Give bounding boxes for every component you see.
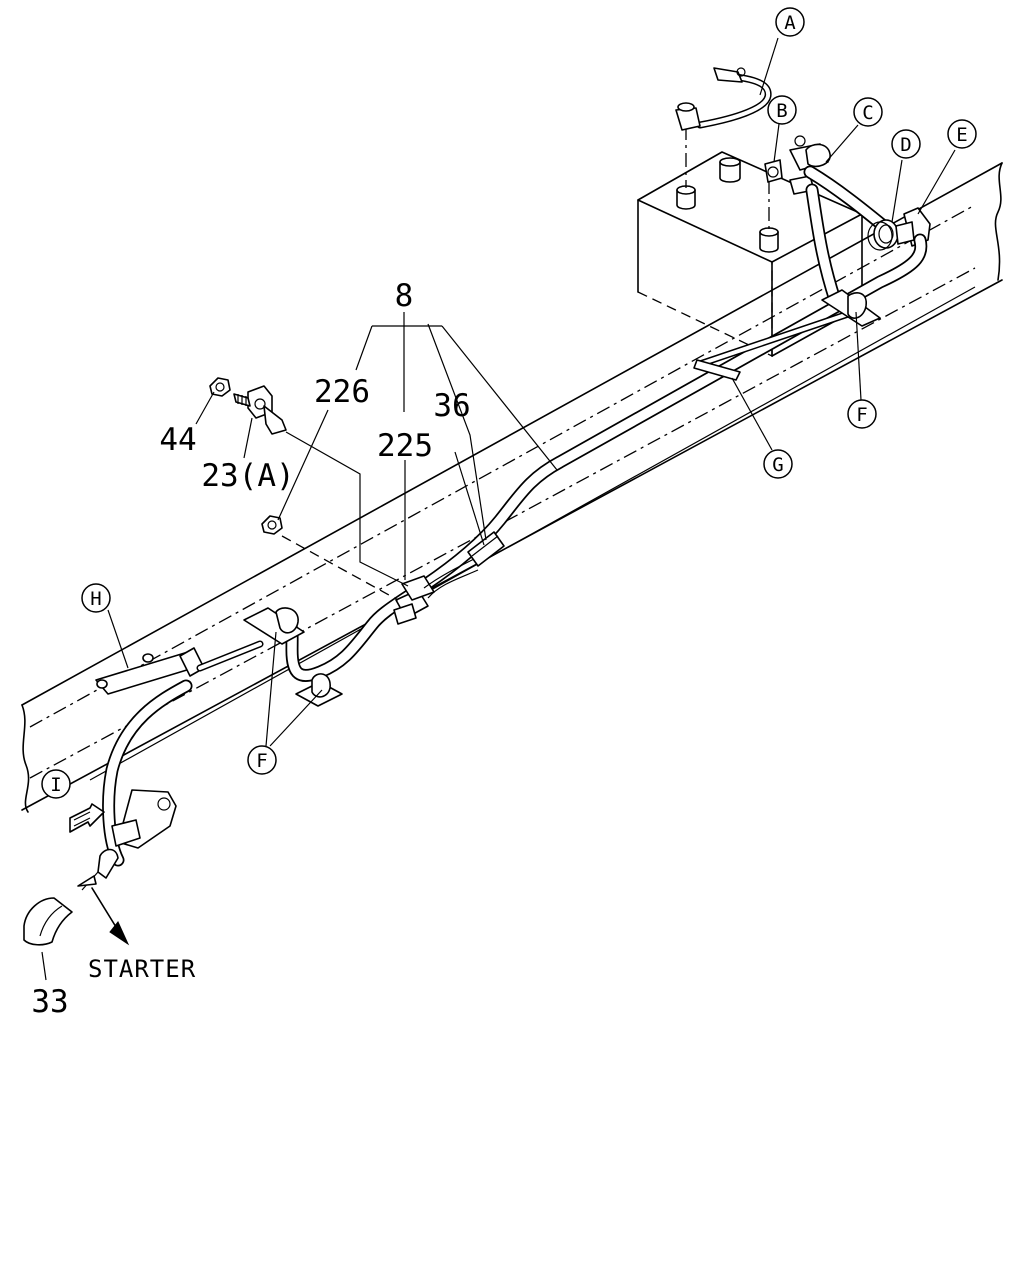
clip-f-upper [243,607,305,645]
part-number-44: 44 [159,422,196,458]
circle-letters: A B C D E F G H F I [50,12,967,796]
clip-f-right [821,289,881,327]
direction-arrow-i [69,803,105,833]
assembly-lines [281,431,409,601]
label-c: C [862,102,873,124]
relay-connector-225 [393,555,481,625]
label-e: E [956,124,967,146]
nut-226 [261,515,283,535]
part-number-8: 8 [395,278,414,314]
label-g: G [772,454,783,476]
part-number-23a: 23(A) [201,458,294,494]
label-f-right: F [856,404,867,426]
label-i: I [50,774,61,796]
frame-rail [21,162,1003,813]
battery-cable-a [675,67,772,131]
starter-label: STARTER [88,955,196,983]
starter-arrow [91,887,130,946]
label-d: D [900,134,911,156]
bracket-23a [233,385,287,435]
boot-33 [23,897,73,946]
callout-bubbles [41,7,977,799]
label-f-left: F [256,750,267,772]
label-h: H [90,588,101,610]
part-number-225: 225 [377,428,433,464]
leader-lines [41,37,956,981]
grommet-d [867,219,899,251]
part-number-33: 33 [31,984,68,1020]
label-a: A [784,12,796,34]
part-number-226: 226 [314,374,370,410]
starter-harness [77,640,264,891]
nut-44 [209,377,231,397]
part-number-labels: 8 226 36 225 44 23(A) 33 STARTER [31,278,470,1020]
part-number-36: 36 [433,388,470,424]
label-b: B [776,100,787,122]
